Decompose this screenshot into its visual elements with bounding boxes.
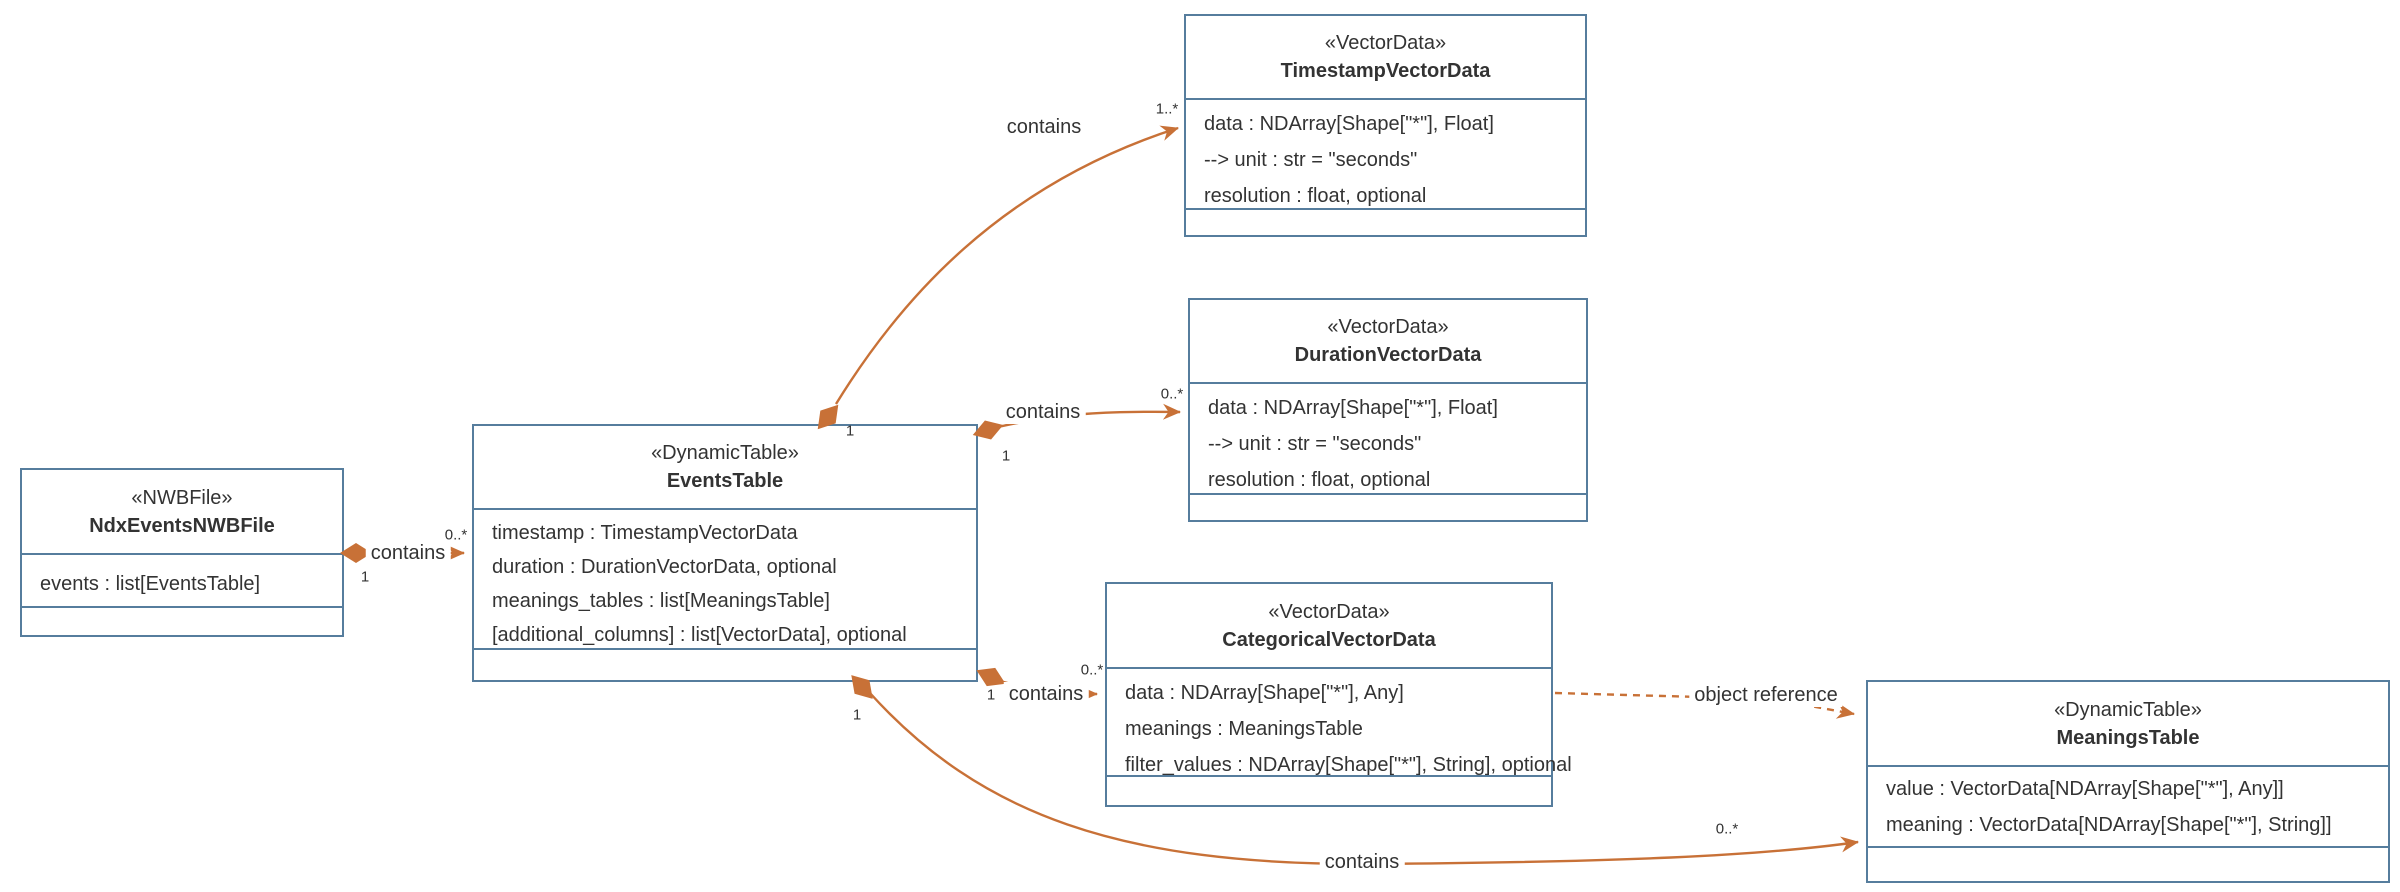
class-timestamp-vector-data: «VectorData» TimestampVectorData data : …: [1184, 14, 1587, 237]
class-name: EventsTable: [666, 470, 784, 492]
attribute: filter_values : NDArray[Shape["*"], Stri…: [1125, 754, 1572, 776]
class-attributes: data : NDArray[Shape["*"], Any] meanings…: [1107, 667, 1572, 776]
class-stereotype: «NWBFile»: [131, 486, 233, 509]
class-attributes: value : VectorData[NDArray[Shape["*"], A…: [1868, 765, 2388, 846]
multiplicity-source: 1: [360, 568, 370, 586]
multiplicity-target: 0..*: [444, 526, 468, 544]
edge-label-contains: contains: [1319, 850, 1405, 874]
class-stereotype: «DynamicTable»: [651, 442, 799, 464]
attribute: value : VectorData[NDArray[Shape["*"], A…: [1886, 778, 2284, 800]
attribute: data : NDArray[Shape["*"], Float]: [1204, 113, 1494, 135]
attribute: resolution : float, optional: [1204, 185, 1427, 207]
multiplicity-target: 1..*: [1155, 100, 1179, 118]
multiplicity-target: 0..*: [1715, 820, 1739, 838]
class-name: CategoricalVectorData: [1222, 628, 1436, 651]
attribute: duration : DurationVectorData, optional: [492, 556, 837, 578]
class-meanings-table: «DynamicTable» MeaningsTable value : Vec…: [1866, 680, 2390, 883]
attribute: --> unit : str = "seconds": [1204, 149, 1418, 171]
class-categorical-vector-data: «VectorData» CategoricalVectorData data …: [1105, 582, 1572, 807]
attribute: meanings : MeaningsTable: [1125, 718, 1363, 740]
edge-label-contains: contains: [1003, 682, 1089, 706]
attribute: events : list[EventsTable]: [40, 573, 261, 595]
class-stereotype: «DynamicTable»: [2054, 698, 2202, 721]
class-stereotype: «VectorData»: [1327, 316, 1449, 338]
multiplicity-source: 1: [1001, 447, 1011, 465]
class-header: «VectorData» DurationVectorData: [1190, 300, 1586, 382]
class-header: «VectorData» CategoricalVectorData: [1107, 584, 1551, 667]
multiplicity-source: 1: [845, 422, 855, 440]
class-methods-empty: [1186, 208, 1585, 235]
class-attributes: events : list[EventsTable]: [22, 553, 342, 606]
class-methods-empty: [1868, 846, 2388, 879]
class-methods-empty: [22, 606, 342, 635]
attribute: --> unit : str = "seconds": [1208, 433, 1422, 455]
class-stereotype: «VectorData»: [1268, 600, 1390, 623]
edge-events-contains-timestamp: [834, 125, 1179, 405]
class-name: DurationVectorData: [1294, 344, 1482, 366]
attribute: meaning : VectorData[NDArray[Shape["*"],…: [1886, 814, 2332, 836]
class-events-table: «DynamicTable» EventsTable timestamp : T…: [472, 424, 978, 682]
class-header: «DynamicTable» EventsTable: [474, 426, 976, 508]
class-attributes: data : NDArray[Shape["*"], Float] --> un…: [1190, 382, 1586, 493]
class-stereotype: «VectorData»: [1324, 32, 1447, 54]
edge-label-contains: contains: [1000, 400, 1086, 424]
class-attributes: data : NDArray[Shape["*"], Float] --> un…: [1186, 98, 1585, 208]
class-header: «VectorData» TimestampVectorData: [1186, 16, 1585, 98]
edge-label-object-reference: object reference: [1689, 683, 1843, 707]
class-header: «NWBFile» NdxEventsNWBFile: [22, 470, 342, 553]
class-ndx-events-nwb-file: «NWBFile» NdxEventsNWBFile events : list…: [20, 468, 344, 637]
attribute: data : NDArray[Shape["*"], Any]: [1125, 682, 1404, 704]
class-name: NdxEventsNWBFile: [89, 514, 275, 537]
class-name: TimestampVectorData: [1280, 60, 1491, 82]
class-methods-empty: [1190, 493, 1586, 521]
attribute: data : NDArray[Shape["*"], Float]: [1208, 397, 1498, 419]
attribute: [additional_columns] : list[VectorData],…: [492, 624, 907, 646]
class-header: «DynamicTable» MeaningsTable: [1868, 682, 2388, 765]
multiplicity-source: 1: [852, 706, 862, 724]
attribute: meanings_tables : list[MeaningsTable]: [492, 590, 830, 612]
multiplicity-target: 0..*: [1080, 661, 1104, 679]
attribute: timestamp : TimestampVectorData: [492, 522, 798, 544]
class-duration-vector-data: «VectorData» DurationVectorData data : N…: [1188, 298, 1588, 522]
class-attributes: timestamp : TimestampVectorData duration…: [474, 508, 976, 648]
edge-label-contains: contains: [365, 541, 451, 565]
attribute: resolution : float, optional: [1208, 469, 1431, 491]
class-name: MeaningsTable: [2056, 726, 2200, 749]
edge-label-contains: contains: [1001, 115, 1087, 139]
multiplicity-source: 1: [986, 686, 996, 704]
class-methods-empty: [474, 648, 976, 680]
multiplicity-target: 0..*: [1160, 385, 1184, 403]
